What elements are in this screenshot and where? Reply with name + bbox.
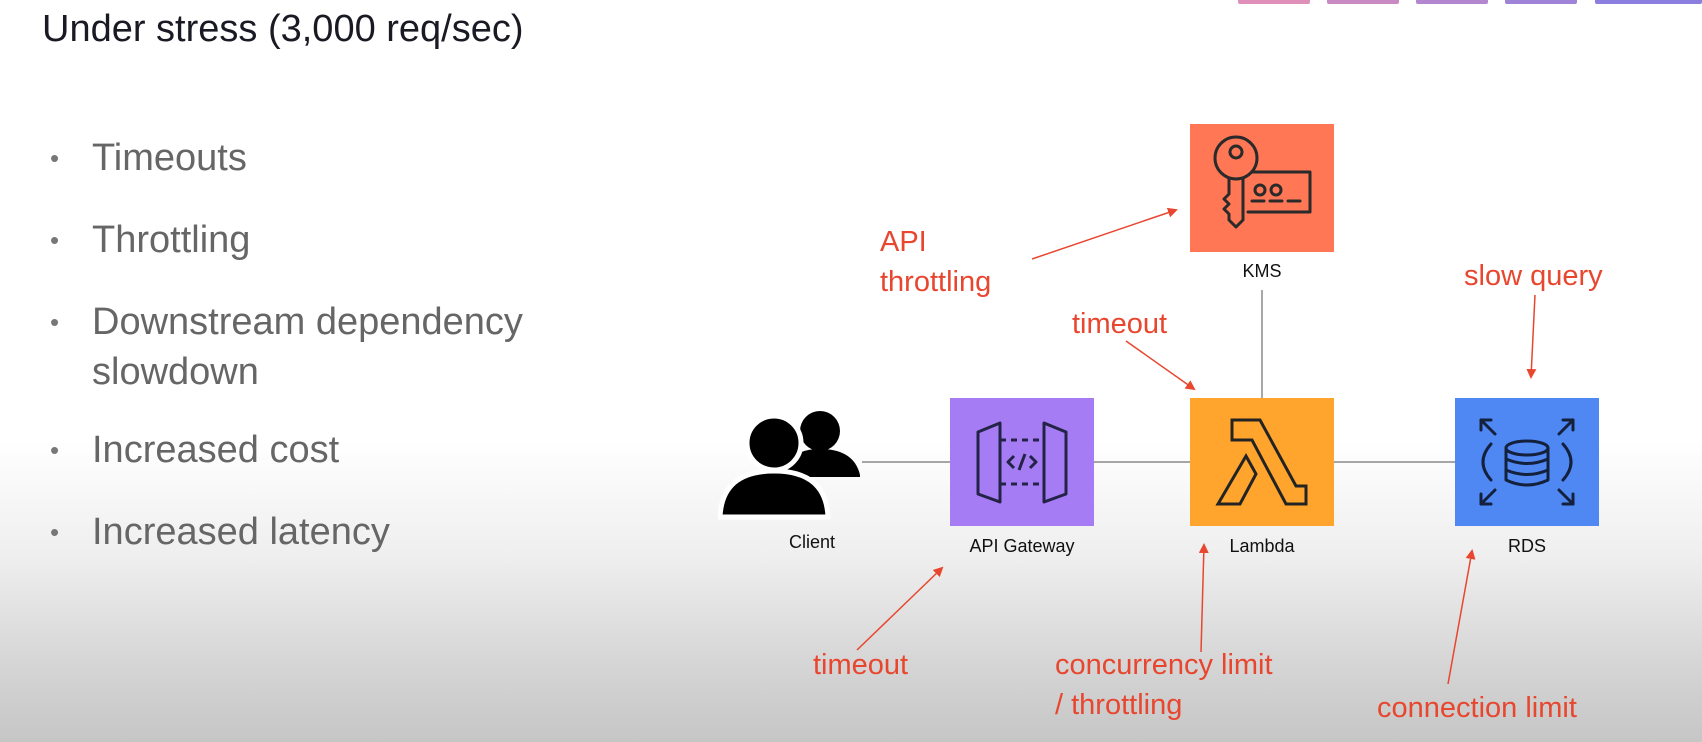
bullet-dot-icon: • (50, 143, 60, 173)
bullet-text-continued: slowdown (92, 351, 259, 393)
annotation-line: timeout (1072, 308, 1168, 340)
node-label-rds: RDS (1507, 536, 1546, 556)
top-decor-bar-4 (1505, 0, 1577, 4)
key-icon (1190, 124, 1334, 252)
bullet-text: Increased cost (92, 429, 340, 471)
top-decor-bar-3 (1416, 0, 1488, 4)
annotation-line: concurrency limit (1055, 649, 1273, 681)
arrow-rds-slow-query (1526, 294, 1537, 379)
bullet-dot-icon: • (50, 435, 60, 465)
node-label-client: Client (788, 532, 836, 552)
bullet-text: Downstream dependency (92, 301, 523, 343)
annotation-lambda-timeout: timeout (1072, 304, 1167, 344)
node-label-lambda: Lambda (1229, 536, 1295, 556)
bullet-dot-icon: • (50, 517, 60, 547)
bullet-text: Timeouts (92, 137, 247, 179)
annotation-line: connection limit (1377, 692, 1577, 724)
annotation-kms-api-throttling: API throttling (880, 222, 991, 302)
annotation-apigw-timeout: timeout (813, 645, 908, 685)
arrow-apigw-timeout (856, 566, 944, 651)
node-kms (1190, 124, 1334, 252)
node-label-kms: KMS (1242, 261, 1282, 281)
annotation-lambda-concurrency: concurrency limit / throttling (1055, 645, 1273, 725)
node-lambda (1190, 398, 1334, 526)
annotation-line: slow query (1464, 260, 1603, 292)
annotation-rds-slow-query: slow query (1464, 256, 1603, 296)
node-client (717, 405, 864, 520)
node-api-gateway (950, 398, 1094, 526)
arrow-rds-connection-limit (1447, 549, 1476, 685)
node-rds (1455, 398, 1599, 526)
arrow-kms-api-throttling (1031, 207, 1178, 260)
users-icon (717, 411, 860, 520)
annotation-line: / throttling (1055, 689, 1183, 721)
annotation-line: timeout (813, 649, 909, 681)
slide-title: Under stress (3,000 req/sec) (42, 8, 524, 50)
api-gateway-icon (950, 398, 1094, 526)
annotation-rds-connection-limit: connection limit (1377, 688, 1577, 728)
arrow-lambda-concurrency (1198, 543, 1209, 653)
bullet-text: Increased latency (92, 511, 390, 553)
annotation-line: API (880, 226, 927, 258)
annotation-line: throttling (880, 266, 992, 298)
node-bg (1190, 124, 1334, 252)
bullet-dot-icon: • (50, 307, 60, 337)
bullet-dot-icon: • (50, 225, 60, 255)
node-label-api-gateway: API Gateway (969, 536, 1075, 556)
top-decor-bar-5 (1595, 0, 1702, 4)
bullet-text: Throttling (92, 219, 251, 261)
top-decor-bar-2 (1327, 0, 1399, 4)
database-icon (1455, 398, 1599, 526)
arrow-lambda-timeout (1125, 340, 1196, 391)
top-decor-bar-1 (1238, 0, 1310, 4)
lambda-icon (1190, 398, 1334, 526)
